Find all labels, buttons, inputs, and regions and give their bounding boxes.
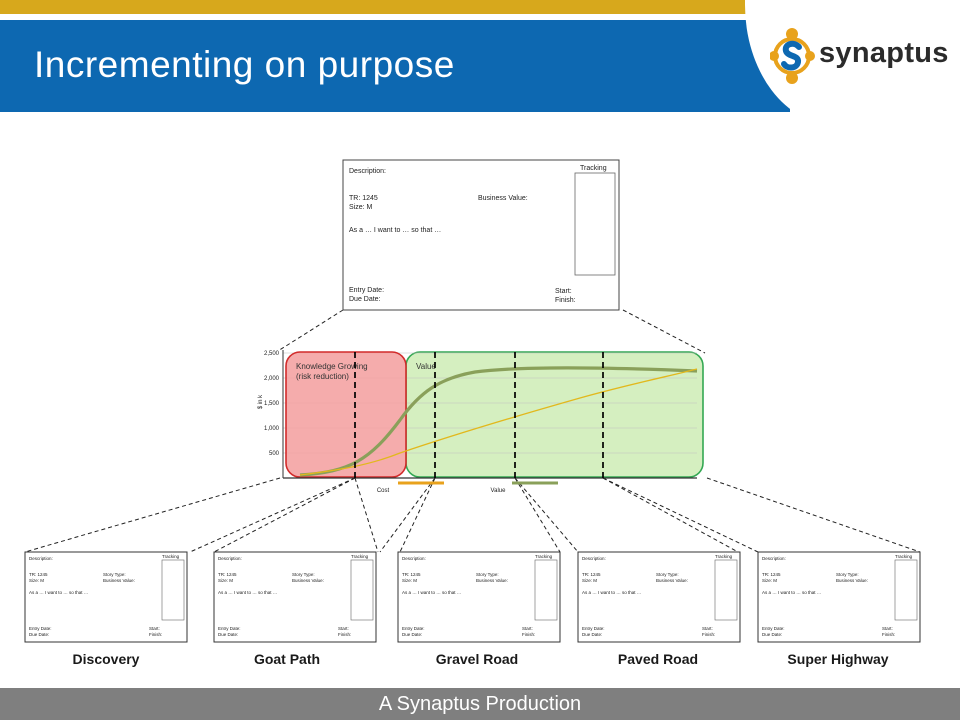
y-tick-label: 2,500: [264, 351, 280, 357]
page-title: Incrementing on purpose: [34, 44, 455, 85]
cost-label: Cost: [377, 488, 390, 494]
knowledge-sublabel: (risk reduction): [296, 372, 349, 381]
stage-card-goat-path: [213, 551, 377, 643]
knowledge-label: Knowledge Growing: [296, 362, 368, 371]
stage-label-discovery: Discovery: [72, 651, 140, 667]
stage-label-paved-road: Paved Road: [617, 651, 699, 667]
y-axis-label: $ in k: [258, 394, 264, 409]
card-tracking: Tracking: [580, 165, 607, 172]
synaptus-logo: synaptus: [769, 24, 948, 88]
stage-card-super-highway: [757, 551, 921, 643]
top-accent-bar: [0, 0, 960, 14]
header-band: [0, 20, 790, 112]
stage-card-paved-road: [577, 551, 741, 643]
y-tick-label: 1,500: [264, 401, 280, 407]
card-entry-date: Entry Date:: [349, 287, 384, 294]
connector-lines: [24, 309, 921, 553]
value-label: Value: [491, 488, 507, 494]
card-size: Size: M: [349, 204, 373, 211]
card-description: Description:: [349, 168, 386, 175]
value-curve: [299, 366, 698, 477]
stage-label-goat-path: Goat Path: [253, 651, 321, 667]
y-tick-label: 1,000: [264, 426, 280, 432]
footer-bar: A Synaptus Production: [0, 688, 960, 720]
cost-curve: [299, 368, 698, 476]
stage-label-gravel-road: Gravel Road: [435, 651, 519, 667]
value-cost-chart: 2,500 2,000 1,500 1,000 500 $ in k Knowl…: [258, 350, 704, 494]
story-card-large: Description: Tracking TR: 1245 Size: M B…: [342, 159, 620, 311]
card-tr: TR: 1245: [349, 195, 378, 202]
stage-label-super-highway: Super Highway: [787, 651, 889, 667]
tracking-box: [574, 172, 616, 276]
logo-text: synaptus: [819, 37, 949, 69]
card-finish: Finish:: [555, 297, 576, 304]
y-tick-label: 2,000: [264, 376, 280, 382]
card-business-value: Business Value:: [478, 195, 528, 202]
card-due-date: Due Date:: [349, 296, 381, 303]
incremental-delivery-diagram: Description: Tracking TR: 1245 Size: M S…: [24, 159, 921, 643]
stage-card-gravel-road: [397, 551, 561, 643]
stage-card-discovery: [24, 551, 188, 643]
footer-text: A Synaptus Production: [378, 692, 582, 715]
value-region-label: Value: [416, 362, 436, 371]
card-start: Start:: [555, 288, 572, 295]
increment-dividers: [354, 352, 604, 478]
synaptus-logo-icon: [769, 28, 815, 84]
card-story: As a … I want to … so that …: [349, 227, 441, 234]
y-tick-label: 500: [269, 451, 280, 457]
